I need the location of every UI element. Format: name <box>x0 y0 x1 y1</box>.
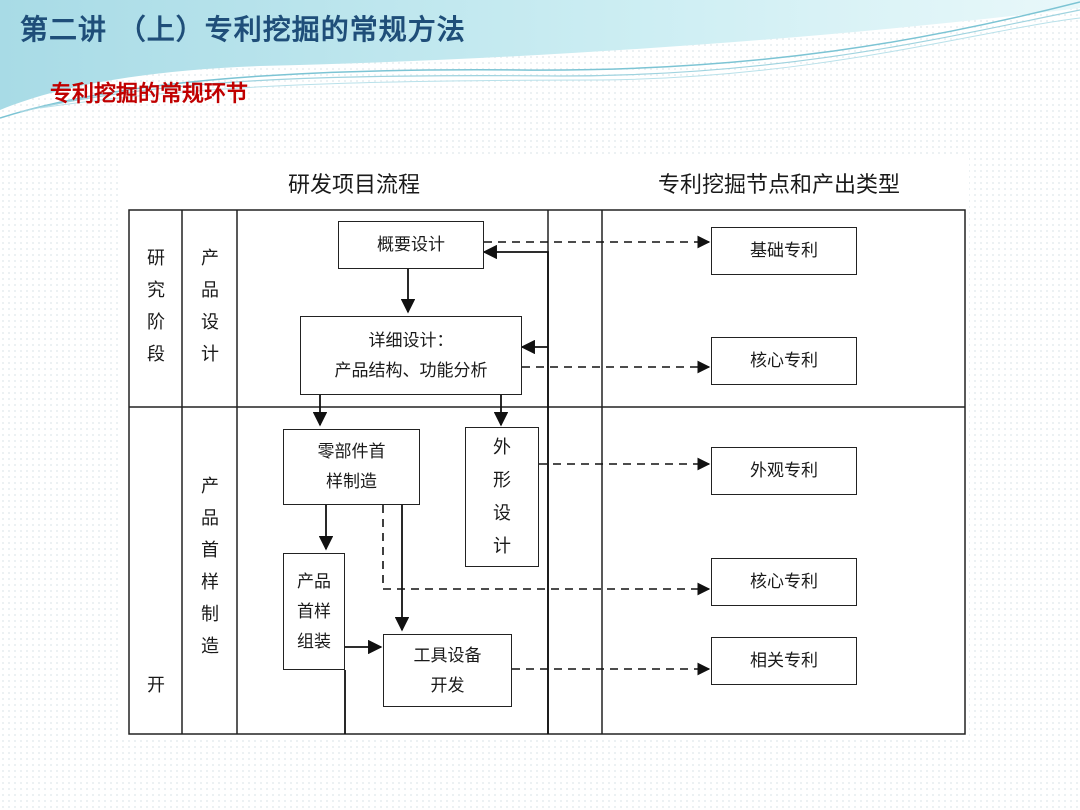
output-related-patent: 相关专利 <box>711 637 857 685</box>
node-outline-design-text: 概要设计 <box>377 235 445 255</box>
node-parts-sample: 零部件首 样制造 <box>283 429 420 505</box>
left-column-header: 研发项目流程 <box>287 173 420 198</box>
output-design-patent: 外观专利 <box>711 447 857 495</box>
node-sample-assembly-line2: 首样 <box>297 601 331 622</box>
node-detail-design-line1: 详细设计： <box>368 330 454 351</box>
stage-develop-label: 开 <box>147 675 165 696</box>
output-core-patent-1-text: 核心专利 <box>750 351 818 371</box>
node-tooling-dev: 工具设备 开发 <box>383 634 512 707</box>
slide-title: 第二讲 （上）专利挖掘的常规方法 <box>20 13 466 46</box>
node-outline-design: 概要设计 <box>338 221 484 269</box>
node-sample-assembly-line1: 产品 <box>297 571 331 592</box>
stage-research-label: 研究阶段 <box>147 248 165 365</box>
output-basic-patent-text: 基础专利 <box>750 241 818 261</box>
node-sample-assembly: 产品 首样 组装 <box>283 553 345 670</box>
header-wave-decoration <box>0 0 1080 119</box>
right-column-header: 专利挖掘节点和产出类型 <box>657 173 900 198</box>
node-parts-sample-line2: 样制造 <box>326 472 377 492</box>
node-appearance-design: 外形设计 <box>465 427 539 567</box>
output-basic-patent: 基础专利 <box>711 227 857 275</box>
slide-subtitle: 专利挖掘的常规环节 <box>50 82 249 107</box>
node-appearance-design-text: 外形设计 <box>493 437 511 557</box>
node-sample-assembly-line3: 组装 <box>297 631 331 652</box>
output-core-patent-2-text: 核心专利 <box>750 572 818 592</box>
phase-sample-label: 产品首样制造 <box>201 476 219 657</box>
node-parts-sample-line1: 零部件首 <box>317 442 386 462</box>
phase-design-label: 产品设计 <box>201 248 219 365</box>
output-related-patent-text: 相关专利 <box>750 651 818 671</box>
output-core-patent-1: 核心专利 <box>711 337 857 385</box>
node-detail-design: 详细设计： 产品结构、功能分析 <box>300 316 522 395</box>
node-tooling-dev-line1: 工具设备 <box>413 645 482 666</box>
node-detail-design-line2: 产品结构、功能分析 <box>334 360 488 381</box>
patent-mining-flow-diagram: 研发项目流程 专利挖掘节点和产出类型 研究阶段 开 产品设计 产品首样制造 概要… <box>119 157 969 737</box>
diagram-frame <box>128 209 966 735</box>
diagram-lines <box>128 209 966 735</box>
node-tooling-dev-line2: 开发 <box>430 675 465 696</box>
output-design-patent-text: 外观专利 <box>750 461 818 481</box>
output-core-patent-2: 核心专利 <box>711 558 857 606</box>
